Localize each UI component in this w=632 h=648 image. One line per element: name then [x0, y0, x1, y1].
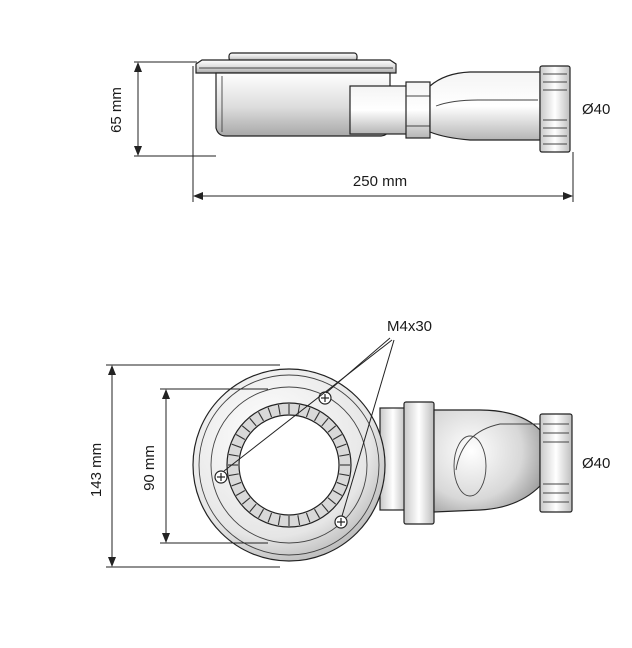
ring-tooth [339, 473, 350, 477]
ring-tooth [267, 512, 273, 523]
ring-tooth [235, 490, 246, 496]
ring-tooth [267, 407, 273, 418]
top-view: M4x30 143 mm 90 mm Ø40 [88, 318, 610, 568]
ring-tooth [277, 404, 281, 415]
pipe-nut [405, 81, 431, 139]
ring-tooth [228, 453, 239, 457]
length-label: 250 mm [353, 173, 407, 190]
ring-tooth [339, 453, 350, 457]
screw-head-icon [334, 515, 348, 529]
side-view: 65 mm 250 mm Ø40 [108, 52, 610, 202]
ring-tooth [228, 473, 239, 477]
inner-diameter-label: 90 mm [141, 445, 158, 491]
flange [195, 59, 397, 74]
ring-tooth [332, 434, 343, 440]
outer-diameter-label: 143 mm [88, 443, 105, 497]
ring-tooth [336, 443, 347, 449]
top-outlet-label: Ø40 [582, 455, 610, 472]
drain-opening [238, 414, 340, 516]
ring-teeth [228, 404, 350, 526]
top-end-coupling [539, 413, 573, 513]
ring-tooth [327, 425, 337, 433]
top-pipe-nut [403, 401, 435, 525]
ring-tooth [235, 434, 246, 440]
ring-tooth [258, 411, 264, 422]
ring-tooth [314, 508, 320, 519]
ring-tooth [321, 503, 329, 513]
side-outlet-label: Ø40 [582, 101, 610, 118]
ring-tooth [336, 481, 347, 487]
ring-tooth [258, 508, 264, 519]
ring-tooth [241, 425, 251, 433]
ring-tooth [231, 443, 242, 449]
screw-label: M4x30 [387, 318, 432, 335]
ring-tooth [277, 515, 281, 526]
ring-tooth [305, 512, 311, 523]
ring-tooth [241, 497, 251, 505]
ring-tooth [297, 515, 301, 526]
ring-tooth [305, 407, 311, 418]
ring-tooth [231, 481, 242, 487]
ring-tooth [321, 417, 329, 427]
top-elbow [433, 409, 541, 513]
end-coupling [539, 65, 571, 153]
ring-tooth [314, 411, 320, 422]
elbow-connector [429, 71, 541, 141]
ring-tooth [249, 417, 257, 427]
ring-tooth [332, 490, 343, 496]
outlet-pipe [349, 85, 409, 135]
screw-head-icon [214, 470, 228, 484]
height-label: 65 mm [108, 87, 125, 133]
screw-head-icon [318, 391, 332, 405]
ring-tooth [249, 503, 257, 513]
ring-tooth [327, 497, 337, 505]
